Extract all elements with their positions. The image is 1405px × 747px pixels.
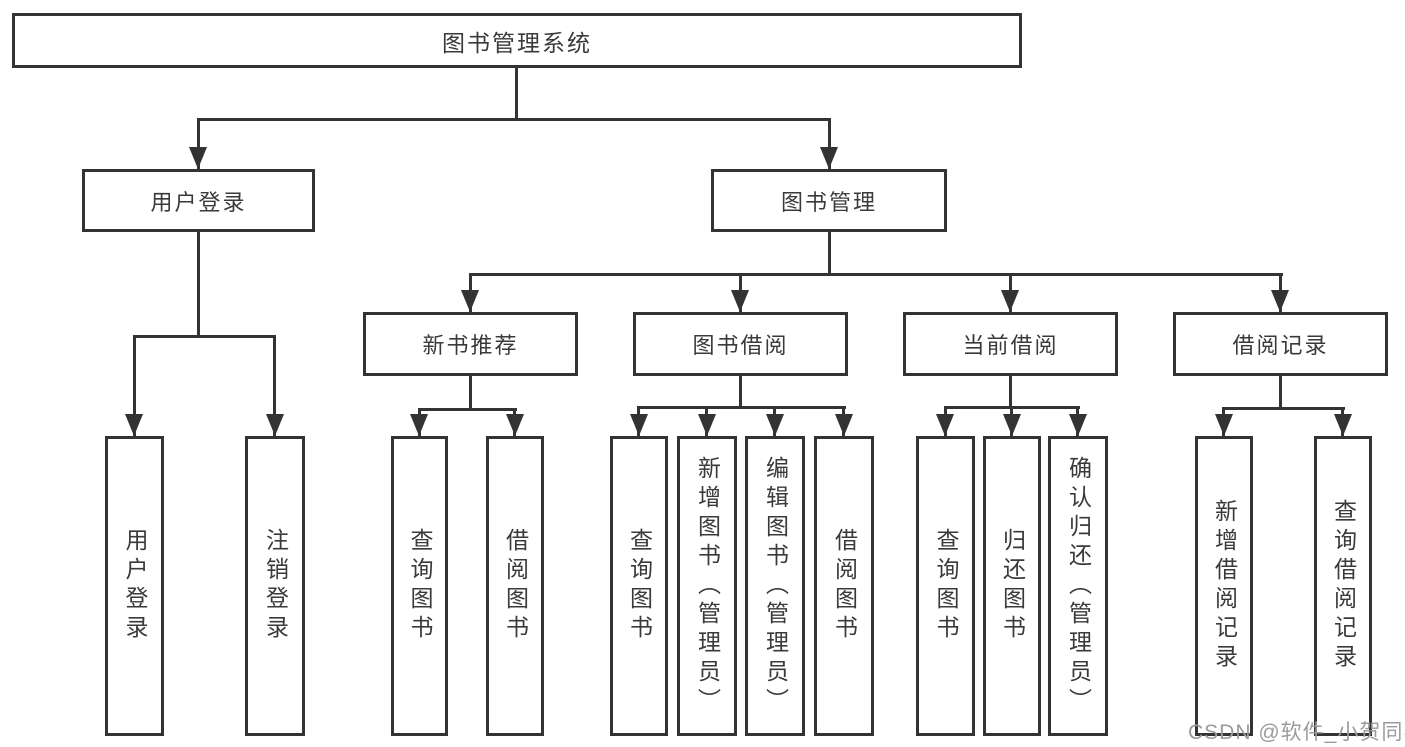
arrow-down-icon [189, 147, 207, 169]
arrow-down-icon [1069, 414, 1087, 436]
leaf-borrow-books: 借阅图书 [814, 436, 874, 736]
arrow-down-icon [1334, 414, 1352, 436]
leaf-query-books-current: 查询图书 [916, 436, 975, 736]
node-book-management: 图书管理 [711, 169, 947, 232]
leaf-add-borrow-record: 新增借阅记录 [1195, 436, 1253, 736]
connector-line [1222, 407, 1345, 410]
node-label: 查询图书 [407, 528, 433, 644]
csdn-watermark: CSDN @软件_小贺同学 [1188, 721, 1405, 744]
connector-line [418, 408, 517, 411]
leaf-query-books-newbooks: 查询图书 [391, 436, 448, 736]
connector-line [828, 232, 831, 276]
connector-line [273, 335, 276, 436]
arrow-down-icon [410, 414, 428, 436]
node-label: 查询图书 [933, 528, 959, 644]
connector-line [133, 335, 136, 436]
arrow-down-icon [506, 414, 524, 436]
connector-line [469, 376, 472, 411]
leaf-logout: 注销登录 [245, 436, 305, 736]
connector-line [133, 335, 276, 338]
arrow-down-icon [266, 414, 284, 436]
leaf-add-books-admin: 新增图书（管理员） [677, 436, 737, 736]
arrow-down-icon [936, 414, 954, 436]
arrow-down-icon [1003, 414, 1021, 436]
arrow-down-icon [835, 414, 853, 436]
node-label: 用户登录 [122, 528, 148, 644]
arrow-down-icon [766, 414, 784, 436]
connector-line [515, 68, 518, 118]
arrow-down-icon [1215, 414, 1233, 436]
connector-line [1279, 376, 1282, 410]
node-label: 注销登录 [262, 528, 289, 644]
node-book-borrowing: 图书借阅 [633, 312, 848, 376]
connector-line [197, 232, 200, 335]
node-library-management-system: 图书管理系统 [12, 13, 1022, 68]
arrow-down-icon [630, 414, 648, 436]
connector-line [197, 118, 831, 121]
node-label: 查询图书 [626, 528, 653, 644]
node-label: 借阅图书 [502, 528, 529, 644]
connector-line [739, 376, 742, 409]
connector-line [469, 273, 1283, 276]
node-label: 确认归还（管理员） [1065, 455, 1092, 717]
node-label: 新增借阅记录 [1211, 499, 1238, 673]
node-label: 借阅图书 [831, 528, 858, 644]
arrow-down-icon [125, 414, 143, 436]
node-label: 归还图书 [999, 528, 1026, 644]
leaf-query-borrow-record: 查询借阅记录 [1314, 436, 1372, 736]
leaf-edit-books-admin: 编辑图书（管理员） [745, 436, 805, 736]
arrow-down-icon [461, 290, 479, 312]
leaf-return-books: 归还图书 [983, 436, 1041, 736]
node-user-login: 用户登录 [82, 169, 315, 232]
connector-line [828, 118, 831, 169]
arrow-down-icon [731, 290, 749, 312]
leaf-confirm-return-admin: 确认归还（管理员） [1048, 436, 1108, 736]
leaf-query-books-borrow: 查询图书 [610, 436, 668, 736]
node-new-book-recommendation: 新书推荐 [363, 312, 578, 376]
node-label: 编辑图书（管理员） [762, 455, 789, 717]
connector-line [1009, 376, 1012, 409]
node-borrowing-records: 借阅记录 [1173, 312, 1388, 376]
arrow-down-icon [1001, 290, 1019, 312]
leaf-user-login: 用户登录 [105, 436, 164, 736]
connector-line [197, 118, 200, 169]
node-current-borrowing: 当前借阅 [903, 312, 1118, 376]
connector-line [637, 406, 846, 409]
leaf-borrow-books-newbooks: 借阅图书 [486, 436, 544, 736]
arrow-down-icon [1271, 290, 1289, 312]
arrow-down-icon [698, 414, 716, 436]
node-label: 查询借阅记录 [1330, 499, 1357, 673]
node-label: 新增图书（管理员） [694, 455, 721, 717]
arrow-down-icon [820, 147, 838, 169]
